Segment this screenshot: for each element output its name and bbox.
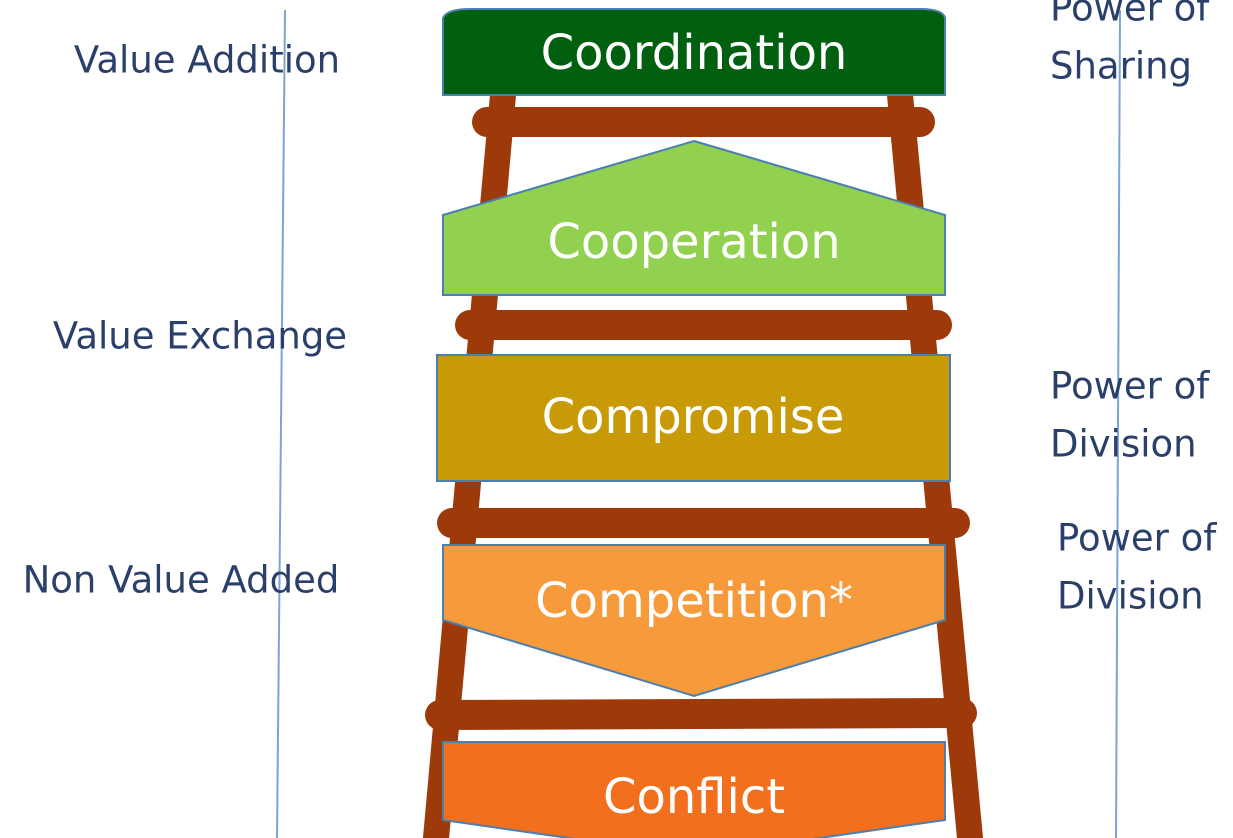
right-label-division-a-line1: Power of — [1050, 365, 1210, 408]
stage-coordination: Coordination — [442, 8, 946, 96]
stage-cooperation: Cooperation — [442, 139, 946, 296]
left-label-value-exchange: Value Exchange — [53, 315, 347, 358]
right-label-division-a-line2: Division — [1050, 423, 1197, 466]
right-guide-line — [1115, 9, 1121, 838]
stage-coordination-label: Coordination — [541, 25, 848, 81]
ladder-rung — [425, 698, 977, 730]
stage-competition-label: Competition* — [535, 573, 853, 629]
stage-conflict-box — [442, 741, 946, 838]
stage-cooperation-label: Cooperation — [547, 214, 840, 270]
stage-conflict: Conflict — [442, 741, 946, 838]
right-label-sharing-line2: Sharing — [1050, 45, 1192, 88]
right-label-sharing-line1: Power of — [1050, 0, 1210, 30]
stage-coordination-box — [442, 8, 946, 96]
stage-compromise-box — [436, 354, 951, 482]
right-label-division-b-line2: Division — [1057, 575, 1204, 618]
left-guide-line — [276, 9, 286, 838]
stage-competition: Competition* — [442, 544, 946, 698]
stage-compromise-label: Compromise — [542, 389, 845, 445]
stage-competition-box — [442, 544, 946, 698]
stage-compromise: Compromise — [436, 354, 951, 482]
stage-conflict-label: Conflict — [603, 769, 785, 825]
stage-cooperation-box — [442, 139, 946, 296]
left-label-value-addition: Value Addition — [74, 39, 340, 82]
left-label-non-value-added: Non Value Added — [23, 559, 340, 602]
right-label-division-b-line1: Power of — [1057, 517, 1217, 560]
